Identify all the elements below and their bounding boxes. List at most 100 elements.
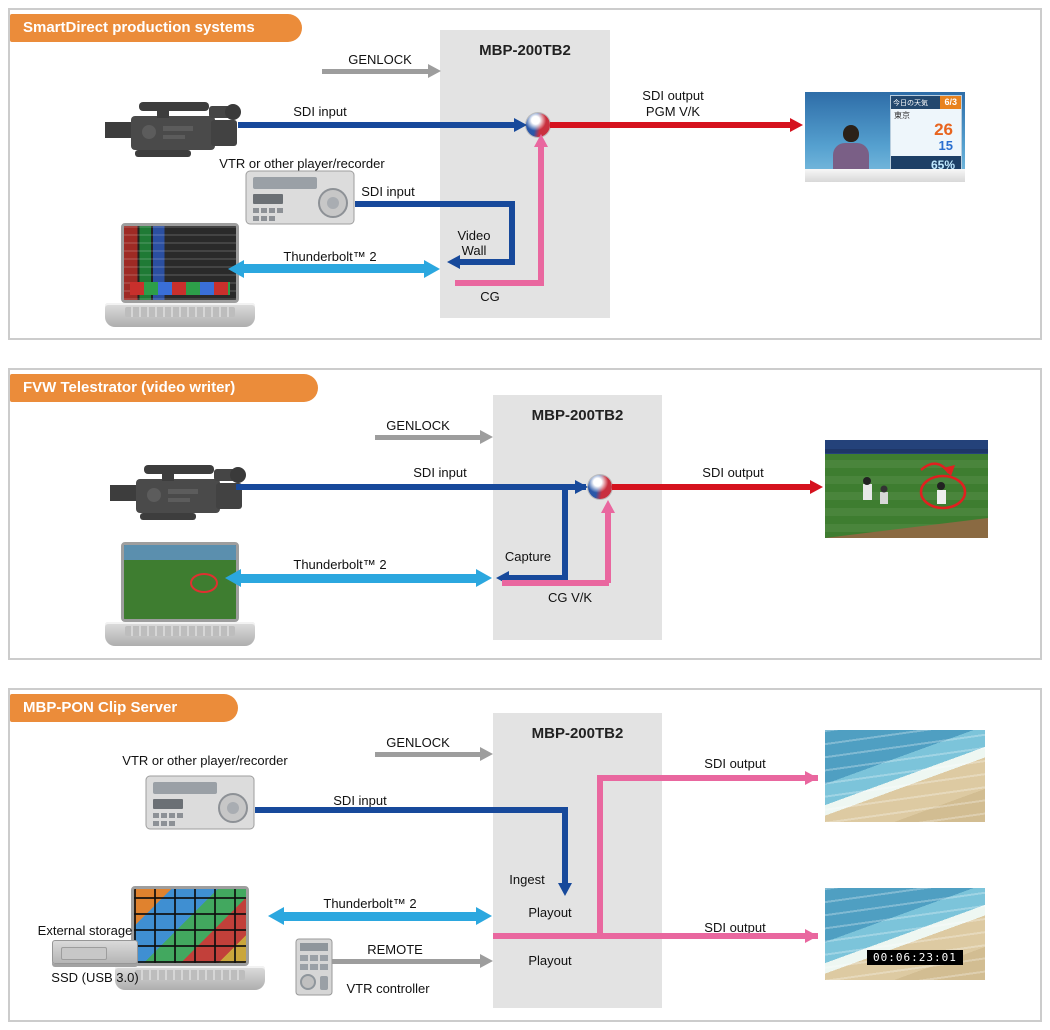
- panel-title-banner: FVW Telestrator (video writer): [10, 374, 318, 402]
- thunderbolt-line: [241, 574, 476, 583]
- playout-top-label: Playout: [528, 905, 572, 920]
- weather-low-temp: 15: [938, 138, 953, 153]
- video-wall-line-v: [509, 201, 515, 265]
- mbp-200tb2-label: MBP-200TB2: [479, 42, 571, 59]
- sdi-output-arrowhead: [810, 480, 823, 494]
- thunderbolt-arrowhead-right: [424, 260, 440, 278]
- external-storage-label: External storage: [37, 923, 133, 938]
- capture-line-h: [509, 575, 568, 581]
- laptop-icon: [105, 542, 255, 648]
- thunderbolt-line: [284, 912, 476, 921]
- clip-grid-screen: [134, 889, 246, 963]
- laptop-keyboard: [105, 303, 255, 327]
- laptop-keyboard: [115, 966, 265, 990]
- laptop-keyboard: [105, 622, 255, 646]
- laptop-icon: [115, 886, 265, 992]
- production-ui-screen: [124, 226, 236, 300]
- ingest-line-h: [255, 807, 568, 813]
- thunderbolt-label: Thunderbolt™ 2: [283, 249, 377, 264]
- presenter-figure: [831, 125, 871, 169]
- remote-arrowhead: [480, 954, 493, 968]
- ssd-caption: SSD (USB 3.0): [51, 970, 139, 985]
- beach-monitor-top-image: [825, 730, 985, 822]
- thunderbolt-arrowhead-left: [268, 907, 284, 925]
- cg-line-h: [455, 280, 544, 286]
- remote-line: [332, 959, 480, 964]
- capture-label: Capture: [504, 549, 552, 564]
- thunderbolt-label: Thunderbolt™ 2: [323, 896, 417, 911]
- mbp-200tb2-box: MBP-200TB2: [440, 30, 610, 318]
- sdi-output-arrowhead: [790, 118, 803, 132]
- laptop-icon: [105, 223, 255, 329]
- panel-mbp-pon: MBP-PON Clip Server MBP-200TB2 GENLOCK V…: [8, 688, 1042, 1022]
- video-wall-arrowhead: [447, 255, 460, 269]
- vtr-controller-icon: [295, 938, 333, 1001]
- sdi-input-line: [236, 484, 586, 490]
- cg-arrowhead: [534, 134, 548, 147]
- pgm-vk-label: PGM V/K: [645, 104, 701, 119]
- ingest-line-v: [562, 807, 568, 883]
- sdi-input-arrowhead: [514, 118, 527, 132]
- camera-icon: [105, 93, 245, 170]
- video-wall-line-h1: [355, 201, 515, 207]
- mixer-node: [588, 475, 612, 499]
- genlock-label: GENLOCK: [348, 52, 412, 67]
- camera-icon: [110, 456, 250, 533]
- cg-arrowhead: [601, 500, 615, 513]
- cg-line-v: [538, 147, 544, 286]
- timecode-badge: 00:06:23:01: [867, 950, 963, 965]
- vtr-caption: VTR or other player/recorder: [122, 753, 288, 768]
- sdi-input-label: SDI input: [413, 465, 467, 480]
- sdi-output-line: [612, 484, 810, 490]
- laptop-screen: [121, 542, 239, 622]
- studio-desk: [805, 169, 965, 182]
- vtr-icon: [145, 775, 255, 835]
- genlock-line: [375, 752, 480, 757]
- playout-top-line-h: [600, 775, 818, 781]
- baseball-monitor-image: [825, 440, 988, 543]
- sdi-input-line: [238, 122, 518, 128]
- ingest-label: Ingest: [509, 872, 545, 887]
- vtr-icon: [245, 170, 355, 230]
- genlock-arrowhead: [428, 64, 441, 78]
- cg-label: CG: [480, 289, 500, 304]
- genlock-arrowhead: [480, 430, 493, 444]
- ssd-icon: [52, 940, 138, 964]
- panel-fvw-telestrator: FVW Telestrator (video writer) MBP-200TB…: [8, 368, 1042, 660]
- telestrator-screen: [124, 545, 236, 619]
- cg-vk-label: CG V/K: [547, 590, 593, 605]
- sdi-input-label: SDI input: [333, 793, 387, 808]
- vtr-caption: VTR or other player/recorder: [219, 156, 385, 171]
- vtr-controller-caption: VTR controller: [346, 981, 430, 996]
- presenter-head: [843, 125, 859, 142]
- genlock-label: GENLOCK: [386, 418, 450, 433]
- thunderbolt-line: [244, 264, 424, 273]
- weather-high-temp: 26: [934, 120, 953, 139]
- cg-line-v: [605, 513, 611, 583]
- sdi-output-line: [550, 122, 792, 128]
- thunderbolt-arrowhead-right: [476, 569, 492, 587]
- weather-city: 東京: [894, 111, 910, 120]
- mbp-200tb2-box: MBP-200TB2: [493, 713, 662, 1008]
- presenter-body: [833, 143, 869, 169]
- thunderbolt-arrowhead-left: [228, 260, 244, 278]
- panel-title: SmartDirect production systems: [23, 19, 255, 36]
- video-wall-label: Video Wall: [457, 228, 491, 258]
- beach-monitor-bottom-image: 00:06:23:01: [825, 888, 985, 980]
- weather-date: 6/3: [940, 96, 961, 109]
- playout-bottom-line: [493, 933, 818, 939]
- capture-line-v: [562, 487, 568, 578]
- laptop-screen: [131, 886, 249, 966]
- mixer-node: [526, 113, 550, 137]
- sdi-output-bottom-label: SDI output: [704, 920, 766, 935]
- mbp-200tb2-label: MBP-200TB2: [531, 725, 624, 742]
- mbp-200tb2-box: MBP-200TB2: [493, 395, 662, 640]
- remote-label: REMOTE: [367, 942, 423, 957]
- sdi-output-label: SDI output: [702, 465, 764, 480]
- playout-bottom-label: Playout: [528, 953, 572, 968]
- cg-line-h: [502, 580, 609, 586]
- mbp-200tb2-label: MBP-200TB2: [531, 407, 624, 424]
- ingest-arrowhead: [558, 883, 572, 896]
- panel-smartdirect: SmartDirect production systems MBP-200TB…: [8, 8, 1042, 340]
